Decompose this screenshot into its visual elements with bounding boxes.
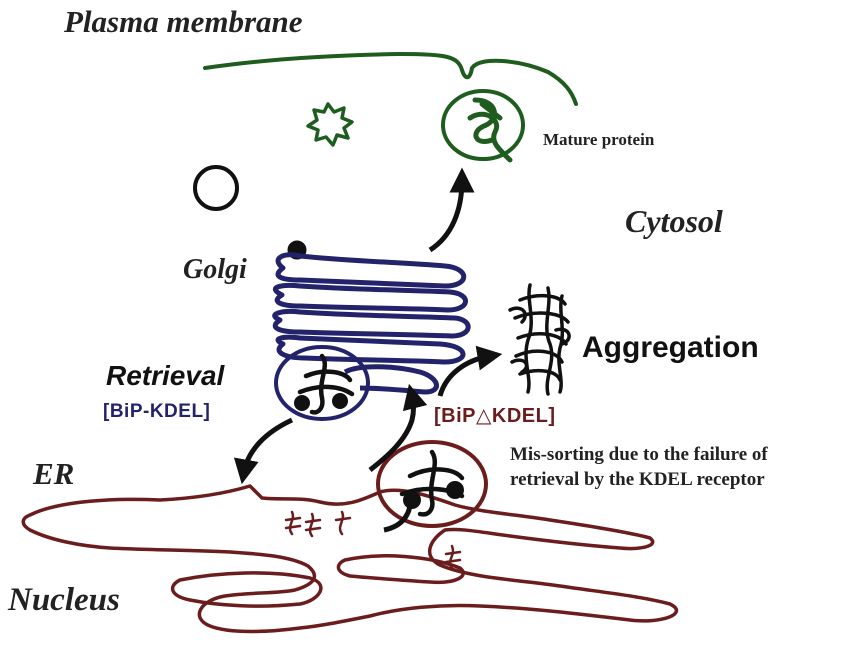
nucleus-label: Nucleus (8, 582, 120, 618)
arrow-retrieval-to-er (233, 417, 294, 485)
er-label: ER (33, 456, 75, 491)
missorted-vesicle (376, 440, 488, 528)
arrow-golgi-to-plasma-membrane (428, 167, 475, 253)
retrieval-label: Retrieval (106, 360, 225, 391)
plasma-membrane-label: Plasma membrane (64, 4, 303, 39)
arrow-er-to-missorted-curve (383, 495, 413, 533)
er-lumen-proteins (284, 510, 462, 570)
aggregation-cluster (508, 283, 571, 396)
missorting-line2-label: retrieval by the KDEL receptor (510, 469, 765, 490)
plasma-membrane-line (203, 51, 578, 106)
mature-protein-label: Mature protein (543, 130, 655, 149)
golgi-label: Golgi (183, 254, 247, 285)
golgi-stack (272, 240, 471, 395)
bip-kdel-label: [BiP-KDEL] (103, 401, 211, 422)
star-vesicle (306, 102, 354, 147)
cytosol-label: Cytosol (625, 203, 723, 239)
bip-delta-kdel-label: [BiP△KDEL] (434, 405, 556, 427)
arrow-to-aggregation (437, 345, 503, 397)
mature-protein-vesicle (441, 89, 525, 163)
arrow-er-to-missorted (368, 383, 428, 472)
missorting-line1-label: Mis-sorting due to the failure of (510, 444, 768, 465)
retrieval-vesicle (274, 345, 370, 421)
aggregation-label: Aggregation (582, 331, 759, 364)
empty-vesicle (193, 165, 239, 211)
er-membrane (21, 484, 679, 634)
